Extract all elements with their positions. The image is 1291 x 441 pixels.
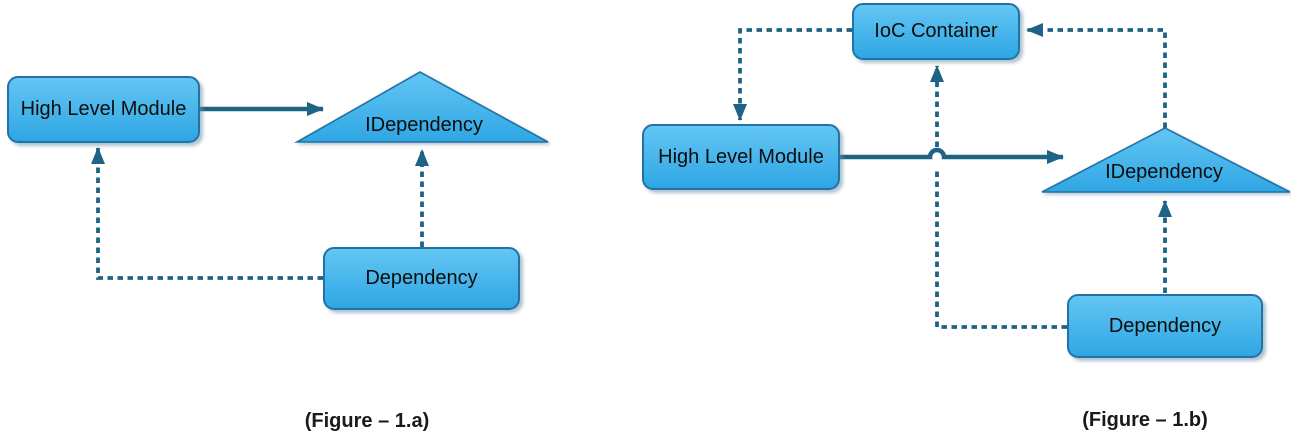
figure-b-dashed-arrow-ioc-to-hlm: [733, 28, 852, 121]
figure-a-high-level-module-box: High Level Module: [7, 76, 200, 143]
figure-a-caption: (Figure – 1.a): [304, 410, 430, 432]
figure-b-idependency-triangle: [1041, 127, 1291, 193]
figure-b-dependency-box: Dependency: [1067, 294, 1263, 358]
figure-b-dashed-arrow-dependency-to-ioc: [930, 65, 1067, 329]
figure-a-dependency-label: Dependency: [365, 267, 478, 289]
figure-b-high-level-module-box: High Level Module: [642, 124, 840, 190]
figure-b-ioc-container-box: IoC Container: [852, 3, 1020, 60]
figure-a-dependency-box: Dependency: [323, 247, 520, 310]
figure-b-arrow-hlm-to-idependency: [840, 147, 1064, 164]
figure-a-idependency-triangle: [293, 71, 549, 143]
figure-b-caption: (Figure – 1.b): [1082, 409, 1208, 431]
figure-b-high-level-module-label: High Level Module: [658, 145, 824, 168]
figure-a-high-level-module-label: High Level Module: [20, 98, 187, 120]
figure-b-dashed-arrow-idependency-to-ioc: [1026, 23, 1167, 128]
figure-b-dependency-label: Dependency: [1108, 314, 1222, 337]
figure-b-ioc-container-label: IoC Container: [874, 20, 998, 42]
figure-a-dashed-arrow-dependency-to-hlm: [91, 147, 323, 280]
